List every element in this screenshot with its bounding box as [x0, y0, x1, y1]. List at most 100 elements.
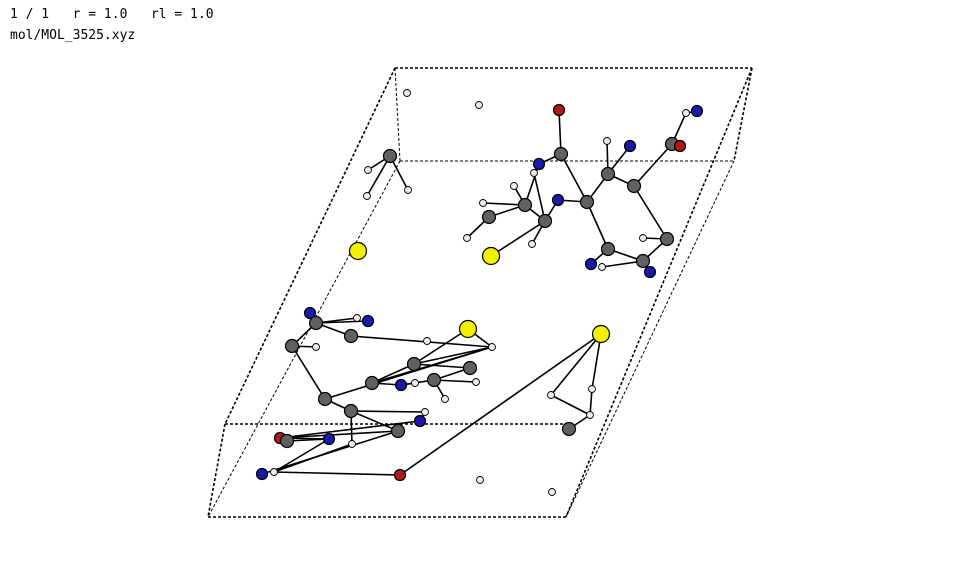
oxygen-atom[interactable]	[552, 103, 566, 117]
bond	[413, 328, 469, 365]
bond	[633, 185, 668, 240]
hydrogen-atom[interactable]	[479, 199, 487, 207]
oxygen-atom[interactable]	[673, 139, 687, 153]
bond	[633, 143, 673, 187]
sulfur-atom[interactable]	[458, 319, 478, 339]
carbon-atom[interactable]	[279, 433, 295, 449]
hydrogen-atom[interactable]	[404, 186, 412, 194]
carbon-atom[interactable]	[382, 148, 398, 164]
carbon-atom[interactable]	[537, 213, 553, 229]
hydrogen-atom[interactable]	[603, 137, 611, 145]
bond	[560, 153, 588, 203]
hydrogen-atom[interactable]	[353, 314, 361, 322]
carbon-atom[interactable]	[579, 194, 595, 210]
hydrogen-atom[interactable]	[411, 379, 419, 387]
carbon-atom[interactable]	[406, 356, 422, 372]
hydrogen-atom[interactable]	[423, 337, 431, 345]
nitrogen-atom[interactable]	[643, 265, 657, 279]
sulfur-atom[interactable]	[348, 241, 368, 261]
nitrogen-atom[interactable]	[690, 104, 704, 118]
hydrogen-atom[interactable]	[528, 240, 536, 248]
oxygen-atom[interactable]	[393, 468, 407, 482]
bond	[586, 201, 609, 250]
bond	[413, 363, 471, 369]
unit-cell	[207, 67, 753, 518]
carbon-atom[interactable]	[317, 391, 333, 407]
carbon-atom[interactable]	[284, 338, 300, 354]
carbon-atom[interactable]	[343, 403, 359, 419]
carbon-atom[interactable]	[517, 197, 533, 213]
nitrogen-atom[interactable]	[551, 193, 565, 207]
hydrogen-atom[interactable]	[312, 343, 320, 351]
bond	[366, 155, 391, 197]
bond	[350, 410, 426, 413]
carbon-atom[interactable]	[561, 421, 577, 437]
unit-cell-edge	[207, 423, 226, 518]
hydrogen-atom[interactable]	[588, 385, 596, 393]
r-value: r = 1.0	[72, 7, 128, 22]
hydrogen-atom[interactable]	[488, 343, 496, 351]
carbon-atom[interactable]	[308, 315, 324, 331]
frame-counter: 1 / 1	[10, 7, 50, 22]
bond	[413, 346, 493, 365]
nitrogen-atom[interactable]	[361, 314, 375, 328]
carbon-atom[interactable]	[659, 231, 675, 247]
carbon-atom[interactable]	[426, 372, 442, 388]
carbon-atom[interactable]	[600, 166, 616, 182]
sulfur-atom[interactable]	[591, 324, 611, 344]
hydrogen-atom[interactable]	[403, 89, 411, 97]
hydrogen-atom[interactable]	[463, 234, 471, 242]
bond	[279, 430, 399, 439]
nitrogen-atom[interactable]	[584, 257, 598, 271]
hydrogen-atom[interactable]	[476, 476, 484, 484]
hydrogen-atom[interactable]	[510, 182, 518, 190]
hydrogen-atom[interactable]	[475, 101, 483, 109]
hydrogen-atom[interactable]	[682, 109, 690, 117]
hydrogen-atom[interactable]	[598, 263, 606, 271]
nitrogen-atom[interactable]	[394, 378, 408, 392]
unit-cell-edge	[207, 160, 401, 518]
hydrogen-atom[interactable]	[586, 411, 594, 419]
nitrogen-atom[interactable]	[303, 306, 317, 320]
unit-cell-edge	[565, 67, 753, 518]
carbon-atom[interactable]	[481, 209, 497, 225]
carbon-atom[interactable]	[553, 146, 569, 162]
bond	[550, 394, 591, 416]
bond	[533, 172, 546, 222]
nitrogen-atom[interactable]	[322, 432, 336, 446]
hydrogen-atom[interactable]	[441, 395, 449, 403]
carbon-atom[interactable]	[635, 253, 651, 269]
unit-cell-edge	[565, 160, 735, 518]
carbon-atom[interactable]	[343, 328, 359, 344]
bond	[490, 220, 546, 257]
sulfur-atom[interactable]	[481, 246, 501, 266]
hydrogen-atom[interactable]	[421, 408, 429, 416]
carbon-atom[interactable]	[626, 178, 642, 194]
nitrogen-atom[interactable]	[413, 414, 427, 428]
nitrogen-atom[interactable]	[532, 157, 546, 171]
hydrogen-atom[interactable]	[364, 166, 372, 174]
carbon-atom[interactable]	[600, 241, 616, 257]
carbon-atom[interactable]	[462, 360, 478, 376]
carbon-atom[interactable]	[364, 375, 380, 391]
hydrogen-atom[interactable]	[348, 440, 356, 448]
bond	[273, 471, 401, 476]
hydrogen-atom[interactable]	[547, 391, 555, 399]
bond	[273, 443, 353, 473]
hydrogen-atom[interactable]	[548, 488, 556, 496]
bond	[291, 345, 326, 400]
unit-cell-edge	[224, 67, 396, 425]
hydrogen-atom[interactable]	[472, 378, 480, 386]
carbon-atom[interactable]	[390, 423, 406, 439]
atom-layer	[255, 89, 704, 496]
hydrogen-atom[interactable]	[363, 192, 371, 200]
hydrogen-atom[interactable]	[270, 468, 278, 476]
nitrogen-atom[interactable]	[255, 467, 269, 481]
hydrogen-atom[interactable]	[530, 169, 538, 177]
bond	[591, 333, 602, 390]
bond	[558, 109, 562, 155]
nitrogen-atom[interactable]	[623, 139, 637, 153]
bond	[371, 363, 415, 384]
hydrogen-atom[interactable]	[639, 234, 647, 242]
